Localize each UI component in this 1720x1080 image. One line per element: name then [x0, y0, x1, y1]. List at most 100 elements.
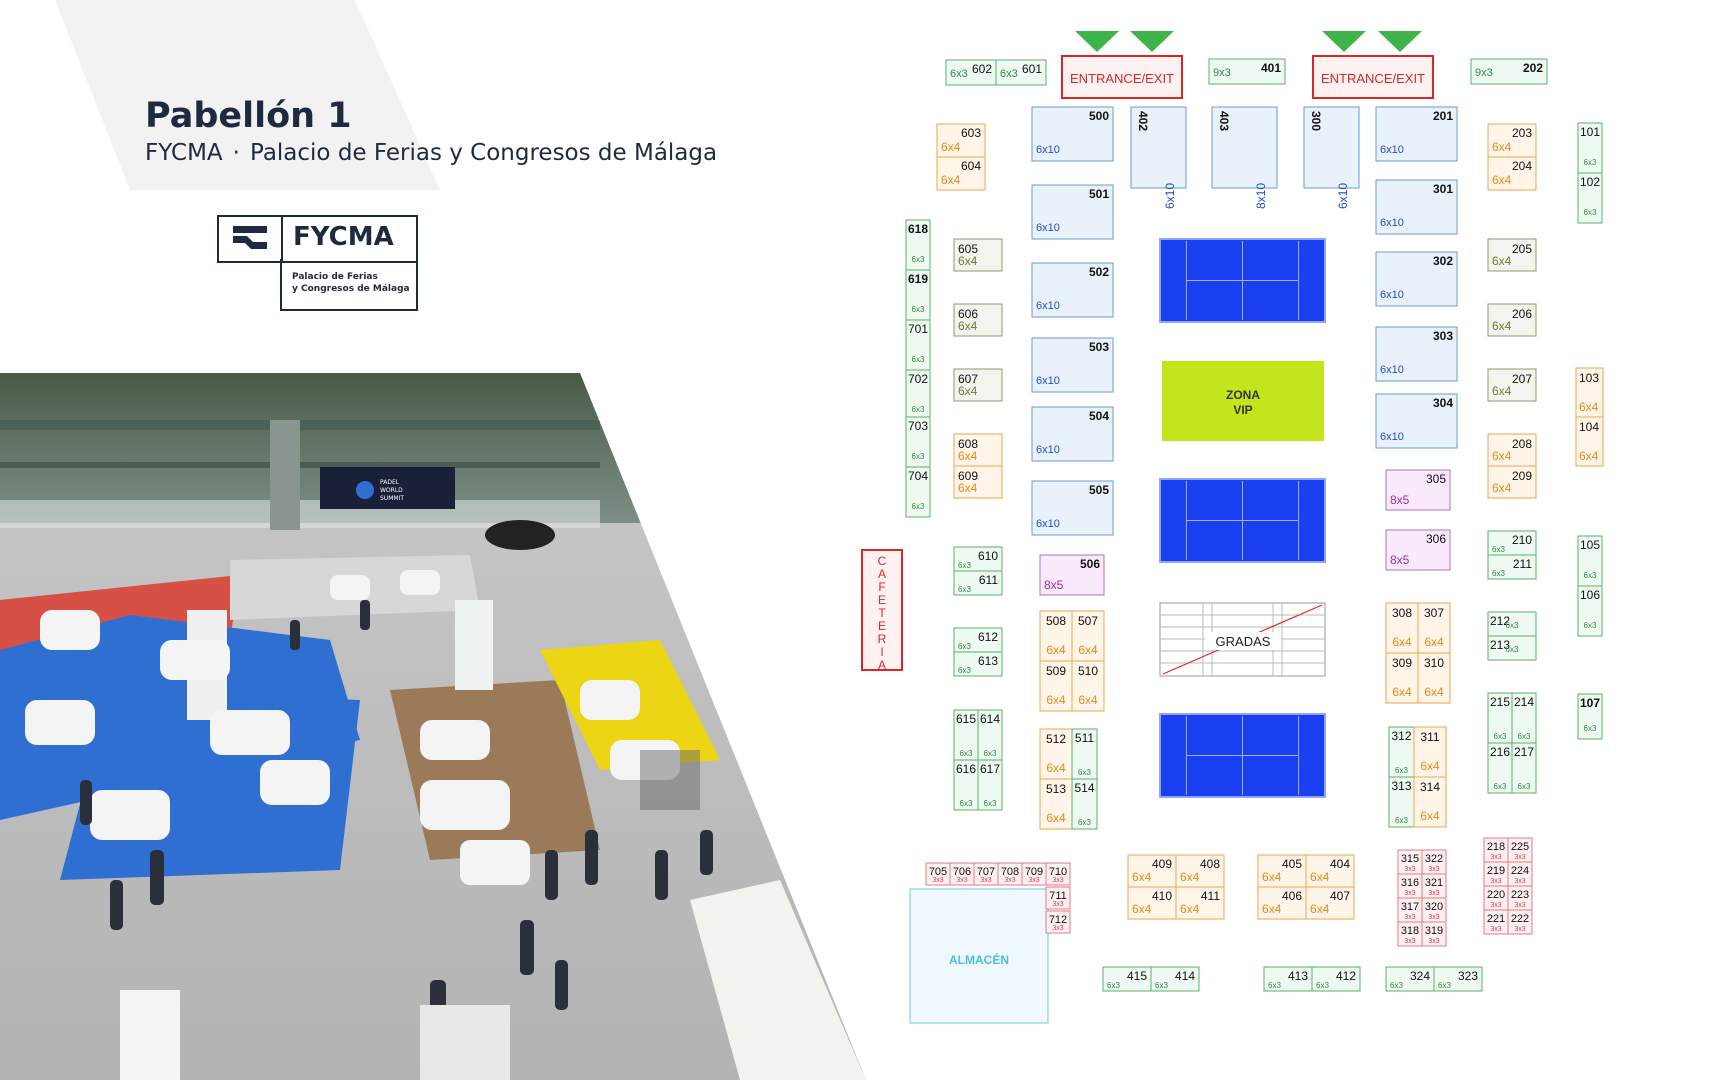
booth-507[interactable]: 5076x4: [1071, 610, 1105, 662]
booth-322[interactable]: 3223x3: [1421, 849, 1447, 875]
booth-709[interactable]: 7093x3: [1021, 862, 1047, 886]
booth-405[interactable]: 4056x4: [1257, 854, 1307, 888]
booth-616[interactable]: 6166x3: [953, 759, 979, 811]
booth-406[interactable]: 4066x4: [1257, 886, 1307, 920]
booth-611[interactable]: 6116x3: [953, 570, 1003, 596]
booth-222[interactable]: 2223x3: [1507, 909, 1533, 935]
booth-306[interactable]: 3068x5: [1385, 529, 1451, 571]
booth-307[interactable]: 3076x4: [1417, 602, 1451, 654]
booth-101[interactable]: 1016x3: [1577, 122, 1603, 174]
booth-413[interactable]: 4136x3: [1263, 966, 1313, 992]
booth-612[interactable]: 6126x3: [953, 627, 1003, 653]
booth-107[interactable]: 1076x3: [1577, 693, 1603, 740]
booth-502[interactable]: 5026x10: [1031, 262, 1114, 318]
booth-309[interactable]: 3096x4: [1385, 652, 1419, 704]
booth-216[interactable]: 2166x3: [1487, 742, 1513, 794]
booth-500[interactable]: 5006x10: [1031, 106, 1114, 162]
booth-415[interactable]: 4156x3: [1102, 966, 1152, 992]
booth-312[interactable]: 3126x3: [1388, 726, 1415, 778]
booth-209[interactable]: 2096x4: [1487, 465, 1537, 499]
booth-213[interactable]: 2136x3: [1487, 635, 1537, 661]
booth-614[interactable]: 6146x3: [977, 709, 1003, 761]
booth-224[interactable]: 2243x3: [1507, 861, 1533, 887]
booth-514[interactable]: 5146x3: [1071, 778, 1098, 830]
booth-508[interactable]: 5086x4: [1039, 610, 1073, 662]
booth-414[interactable]: 4146x3: [1150, 966, 1200, 992]
booth-510[interactable]: 5106x4: [1071, 660, 1105, 712]
booth-604[interactable]: 6046x4: [936, 156, 986, 191]
booth-610[interactable]: 6106x3: [953, 546, 1003, 572]
booth-617[interactable]: 6176x3: [977, 759, 1003, 811]
booth-608[interactable]: 6086x4: [953, 433, 1003, 467]
booth-505[interactable]: 5056x10: [1031, 480, 1114, 536]
booth-303[interactable]: 3036x10: [1375, 326, 1458, 382]
booth-313[interactable]: 3136x3: [1388, 776, 1415, 828]
booth-710[interactable]: 7103x3: [1045, 862, 1071, 886]
booth-411[interactable]: 4116x4: [1175, 886, 1225, 920]
booth-202[interactable]: 2029x3: [1470, 58, 1548, 85]
booth-210[interactable]: 2106x3: [1487, 530, 1537, 556]
booth-201[interactable]: 2016x10: [1375, 106, 1458, 162]
booth-305[interactable]: 3058x5: [1385, 469, 1451, 511]
booth-619[interactable]: 6196x3: [905, 269, 931, 321]
booth-504[interactable]: 5046x10: [1031, 406, 1114, 462]
booth-706[interactable]: 7063x3: [949, 862, 975, 886]
booth-606[interactable]: 6066x4: [953, 303, 1003, 337]
booth-401[interactable]: 4019x3: [1208, 58, 1286, 85]
booth-214[interactable]: 2146x3: [1511, 692, 1537, 744]
booth-603[interactable]: 6036x4: [936, 123, 986, 158]
booth-412[interactable]: 4126x3: [1311, 966, 1361, 992]
booth-301[interactable]: 3016x10: [1375, 179, 1458, 235]
booth-707[interactable]: 7073x3: [973, 862, 999, 886]
booth-208[interactable]: 2086x4: [1487, 433, 1537, 467]
booth-708[interactable]: 7083x3: [997, 862, 1023, 886]
booth-512[interactable]: 5126x4: [1039, 728, 1073, 780]
booth-408[interactable]: 4086x4: [1175, 854, 1225, 888]
booth-410[interactable]: 4106x4: [1127, 886, 1177, 920]
booth-601[interactable]: 6016x3: [995, 59, 1047, 86]
booth-316[interactable]: 3163x3: [1397, 873, 1423, 899]
booth-407[interactable]: 4076x4: [1305, 886, 1355, 920]
booth-323[interactable]: 3236x3: [1433, 966, 1483, 992]
booth-225[interactable]: 2253x3: [1507, 837, 1533, 863]
booth-702[interactable]: 7026x3: [905, 369, 931, 421]
booth-203[interactable]: 2036x4: [1487, 123, 1537, 158]
booth-318[interactable]: 3183x3: [1397, 921, 1423, 947]
booth-319[interactable]: 3193x3: [1421, 921, 1447, 947]
booth-102[interactable]: 1026x3: [1577, 172, 1603, 224]
booth-609[interactable]: 6096x4: [953, 465, 1003, 499]
booth-207[interactable]: 2076x4: [1487, 368, 1537, 402]
booth-618[interactable]: 6186x3: [905, 219, 931, 271]
booth-103[interactable]: 1036x4: [1575, 367, 1604, 418]
booth-211[interactable]: 2116x3: [1487, 554, 1537, 580]
booth-215[interactable]: 2156x3: [1487, 692, 1513, 744]
booth-300[interactable]: 3006x10: [1303, 106, 1360, 209]
booth-513[interactable]: 5136x4: [1039, 778, 1073, 830]
booth-317[interactable]: 3173x3: [1397, 897, 1423, 923]
booth-105[interactable]: 1056x3: [1577, 535, 1603, 587]
booth-219[interactable]: 2193x3: [1483, 861, 1509, 887]
booth-220[interactable]: 2203x3: [1483, 885, 1509, 911]
booth-404[interactable]: 4046x4: [1305, 854, 1355, 888]
booth-310[interactable]: 3106x4: [1417, 652, 1451, 704]
booth-712[interactable]: 7123x3: [1045, 910, 1071, 934]
booth-321[interactable]: 3213x3: [1421, 873, 1447, 899]
booth-607[interactable]: 6076x4: [953, 368, 1003, 402]
booth-509[interactable]: 5096x4: [1039, 660, 1073, 712]
booth-701[interactable]: 7016x3: [905, 319, 931, 371]
booth-304[interactable]: 3046x10: [1375, 393, 1458, 449]
booth-324[interactable]: 3246x3: [1385, 966, 1435, 992]
booth-711[interactable]: 7113x3: [1045, 886, 1071, 910]
booth-501[interactable]: 5016x10: [1031, 184, 1114, 240]
booth-403[interactable]: 4038x10: [1211, 106, 1278, 209]
booth-106[interactable]: 1066x3: [1577, 585, 1603, 637]
booth-311[interactable]: 3116x4: [1413, 726, 1447, 778]
booth-703[interactable]: 7036x3: [905, 416, 931, 468]
booth-104[interactable]: 1046x4: [1575, 416, 1604, 467]
booth-315[interactable]: 3153x3: [1397, 849, 1423, 875]
booth-511[interactable]: 5116x3: [1071, 728, 1098, 780]
booth-223[interactable]: 2233x3: [1507, 885, 1533, 911]
booth-221[interactable]: 2213x3: [1483, 909, 1509, 935]
booth-705[interactable]: 7053x3: [925, 862, 951, 886]
booth-704[interactable]: 7046x3: [905, 466, 931, 518]
